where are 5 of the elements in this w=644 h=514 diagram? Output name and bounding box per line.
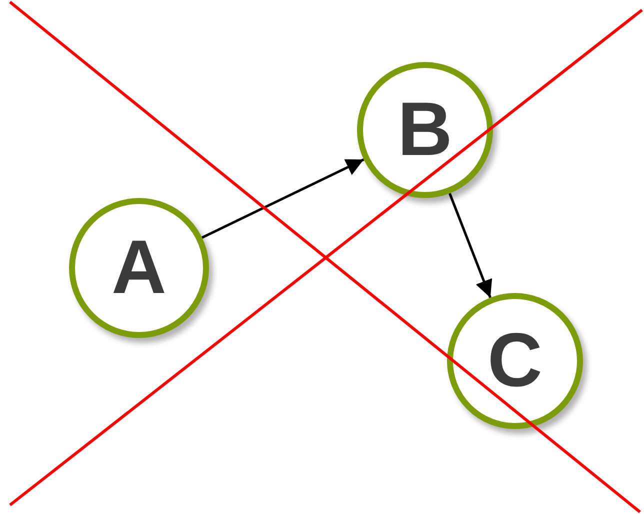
circle-node: C: [447, 293, 583, 429]
circle-node: B: [357, 62, 493, 198]
arrow: [448, 192, 492, 298]
circle-node: A: [69, 198, 209, 338]
arrow: [202, 158, 364, 239]
